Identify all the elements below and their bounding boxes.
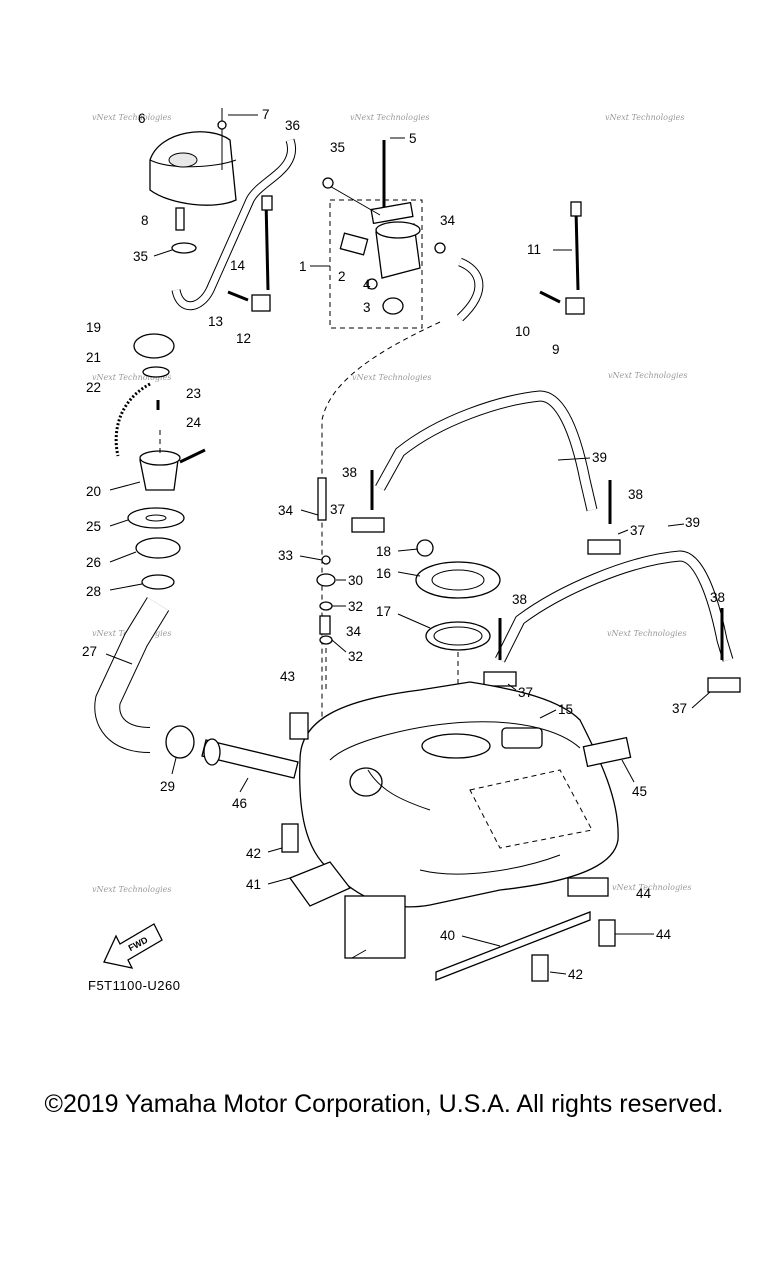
part-number-label: 5 (409, 131, 417, 146)
watermark: vNext Technologies (605, 113, 684, 122)
part-number-label: 38 (710, 590, 725, 605)
part-number-label: 27 (82, 644, 97, 659)
part-number-label: 7 (262, 107, 270, 122)
part-number-label: 37 (330, 502, 345, 517)
part-number-label: 18 (376, 544, 391, 559)
watermark: vNext Technologies (350, 113, 429, 122)
copyright-notice: ©2019 Yamaha Motor Corporation, U.S.A. A… (44, 1090, 724, 1118)
part-number-label: 20 (86, 484, 101, 499)
part-number-label: 32 (348, 599, 363, 614)
part-number-label: 13 (208, 314, 223, 329)
part-number-label: 8 (141, 213, 149, 228)
part-number-label: 12 (236, 331, 251, 346)
part-number-label: 35 (133, 249, 148, 264)
part-number-label: 44 (656, 927, 672, 942)
part-number-label: 35 (330, 140, 345, 155)
part-number-label: 28 (86, 584, 101, 599)
watermark: vNext Technologies (352, 373, 431, 382)
part-number-label: 44 (636, 886, 652, 901)
part-number-label: 38 (628, 487, 643, 502)
watermark: vNext Technologies (608, 371, 687, 380)
part-number-label: 32 (348, 649, 363, 664)
fuel-filter (339, 201, 421, 315)
part-number-label: 14 (230, 258, 246, 273)
watermark: vNext Technologies (612, 883, 691, 892)
fwd-arrow-icon: FWD (103, 923, 163, 969)
part-number-label: 26 (86, 555, 101, 570)
part-number-label: 40 (440, 928, 455, 943)
canister-cover (149, 108, 237, 206)
part-number-label: 29 (160, 779, 175, 794)
part-number-label: 30 (348, 573, 363, 588)
part-number-label: 37 (518, 685, 533, 700)
part-number-label: 21 (86, 350, 101, 365)
part-number-label: 19 (86, 320, 101, 335)
watermark: vNext Technologies (92, 373, 171, 382)
part-number-label: 46 (232, 796, 247, 811)
part-number-label: 3 (363, 300, 371, 315)
part-number-label: 25 (86, 519, 101, 534)
part-number-label: 24 (186, 415, 202, 430)
part-number-label: 33 (278, 548, 293, 563)
part-number-label: 39 (685, 515, 700, 530)
part-number-label: 43 (280, 669, 295, 684)
watermark: vNext Technologies (92, 885, 171, 894)
part-number-label: 45 (632, 784, 647, 799)
part-number-label: 42 (246, 846, 261, 861)
part-number-label: 42 (568, 967, 583, 982)
part-number-label: 38 (512, 592, 527, 607)
part-number-label: 36 (285, 118, 300, 133)
part-number-label: 37 (672, 701, 687, 716)
part-number-label: 11 (527, 242, 541, 257)
part-number-label: 41 (246, 877, 261, 892)
part-number-label: 16 (376, 566, 391, 581)
part-number-label: 34 (278, 503, 294, 518)
part-labels: 7 6 36 5 35 8 34 35 14 1 2 4 3 13 12 11 … (82, 107, 725, 982)
part-number-label: 15 (558, 702, 573, 717)
part-number-label: 34 (440, 213, 456, 228)
part-number-label: 17 (376, 604, 391, 619)
part-number-label: 9 (552, 342, 560, 357)
part-number-label: 6 (138, 111, 146, 126)
part-number-label: 39 (592, 450, 607, 465)
part-number-label: 23 (186, 386, 201, 401)
part-number-label: 4 (363, 277, 371, 292)
watermark: vNext Technologies (92, 113, 171, 122)
part-number-label: 37 (630, 523, 645, 538)
part-number-label: 2 (338, 269, 346, 284)
watermark: vNext Technologies (607, 629, 686, 638)
fuel-tank (299, 681, 619, 908)
part-number-label: 34 (346, 624, 362, 639)
part-number-label: 1 (299, 259, 307, 274)
parts-diagram: vNext Technologies vNext Technologies vN… (82, 107, 741, 982)
drawing-code: F5T1100-U260 (88, 978, 181, 993)
part-number-label: 22 (86, 380, 101, 395)
part-number-label: 10 (515, 324, 530, 339)
part-number-label: 38 (342, 465, 357, 480)
